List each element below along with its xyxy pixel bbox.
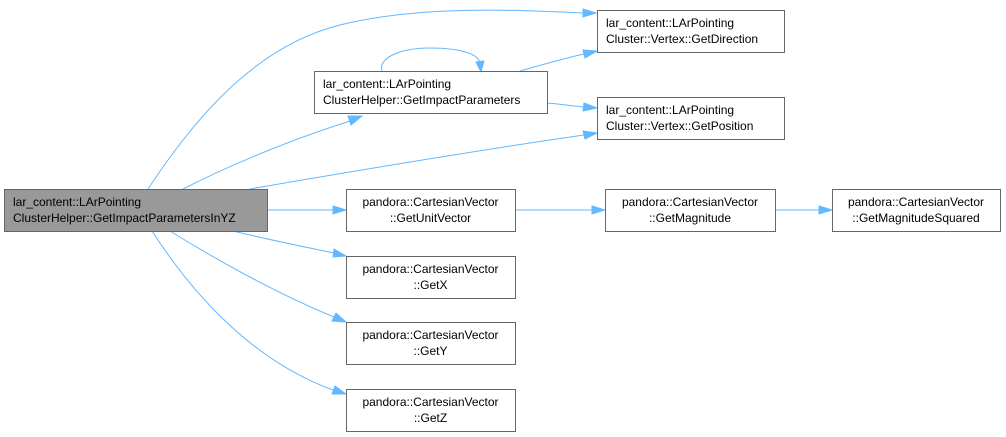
node-dir[interactable]: lar_content::LArPointingCluster::Vertex:… xyxy=(597,10,785,53)
edge-get-impact-parameters-to-get-direction xyxy=(519,53,585,72)
node-label-line: Cluster::Vertex::GetPosition xyxy=(606,119,753,133)
call-graph-nodes: lar_content::LArPointingClusterHelper::G… xyxy=(4,10,1001,432)
edge-arrowhead xyxy=(591,205,607,215)
node-label-line: ::GetX xyxy=(413,278,447,292)
node-label-line: pandora::CartesianVector xyxy=(362,328,498,342)
node-pos[interactable]: lar_content::LArPointingCluster::Vertex:… xyxy=(597,97,785,140)
node-label-line: ClusterHelper::GetImpactParameters xyxy=(323,93,520,107)
edge-arrowhead xyxy=(582,8,598,18)
node-box xyxy=(597,10,785,53)
node-root[interactable]: lar_content::LArPointingClusterHelper::G… xyxy=(4,189,268,232)
node-label-line: pandora::CartesianVector xyxy=(848,195,984,209)
node-label-line: ::GetY xyxy=(413,344,447,358)
edge-arrowhead xyxy=(475,60,485,74)
node-label-line: pandora::CartesianVector xyxy=(362,395,498,409)
node-box xyxy=(4,189,268,232)
edge-arrowhead xyxy=(331,312,348,323)
node-impact[interactable]: lar_content::LArPointingClusterHelper::G… xyxy=(314,71,548,114)
node-label-line: pandora::CartesianVector xyxy=(362,262,498,276)
edge-arrowhead xyxy=(332,205,348,215)
node-box xyxy=(346,389,516,432)
edge-arrowhead xyxy=(582,49,599,59)
node-mag[interactable]: pandora::CartesianVector::GetMagnitude xyxy=(605,189,776,232)
node-getx[interactable]: pandora::CartesianVector::GetX xyxy=(346,256,516,299)
node-box xyxy=(346,189,516,232)
edge-get-impact-parameters-to-get-position xyxy=(546,102,585,108)
node-label-line: ::GetMagnitude xyxy=(649,211,731,225)
edge-root-to-get-z xyxy=(151,230,334,391)
node-label-line: lar_content::LArPointing xyxy=(606,103,734,117)
call-graph-edges xyxy=(147,8,834,395)
edge-arrowhead xyxy=(347,115,364,126)
node-box xyxy=(597,97,785,140)
edge-root-to-get-direction xyxy=(147,9,584,190)
edge-root-to-get-x xyxy=(232,230,335,254)
node-label-line: ::GetMagnitudeSquared xyxy=(852,211,979,225)
node-label-line: lar_content::LArPointing xyxy=(606,16,734,30)
edge-arrowhead xyxy=(331,385,348,395)
edge-root-to-get-y xyxy=(169,230,335,318)
node-magsq[interactable]: pandora::CartesianVector::GetMagnitudeSq… xyxy=(832,189,1001,232)
edge-arrowhead xyxy=(582,102,599,112)
edge-get-impact-parameters-self-loop xyxy=(381,47,481,72)
node-label-line: pandora::CartesianVector xyxy=(622,195,758,209)
node-label-line: ::GetUnitVector xyxy=(390,211,471,225)
node-unit[interactable]: pandora::CartesianVector::GetUnitVector xyxy=(346,189,516,232)
edge-arrowhead xyxy=(818,205,834,215)
edge-arrowhead xyxy=(332,248,348,258)
node-gety[interactable]: pandora::CartesianVector::GetY xyxy=(346,322,516,365)
edge-root-to-get-impact-parameters xyxy=(182,120,351,190)
edge-root-to-get-position xyxy=(249,134,585,190)
node-getz[interactable]: pandora::CartesianVector::GetZ xyxy=(346,389,516,432)
node-label-line: Cluster::Vertex::GetDirection xyxy=(606,32,758,46)
node-box xyxy=(346,256,516,299)
node-box xyxy=(346,322,516,365)
node-label-line: ClusterHelper::GetImpactParametersInYZ xyxy=(13,211,236,225)
node-label-line: ::GetZ xyxy=(414,411,447,425)
node-box xyxy=(314,71,548,114)
node-box xyxy=(832,189,1001,232)
edge-arrowhead xyxy=(582,130,599,140)
node-label-line: lar_content::LArPointing xyxy=(323,77,451,91)
node-label-line: pandora::CartesianVector xyxy=(362,195,498,209)
node-label-line: lar_content::LArPointing xyxy=(13,195,141,209)
node-box xyxy=(605,189,776,232)
